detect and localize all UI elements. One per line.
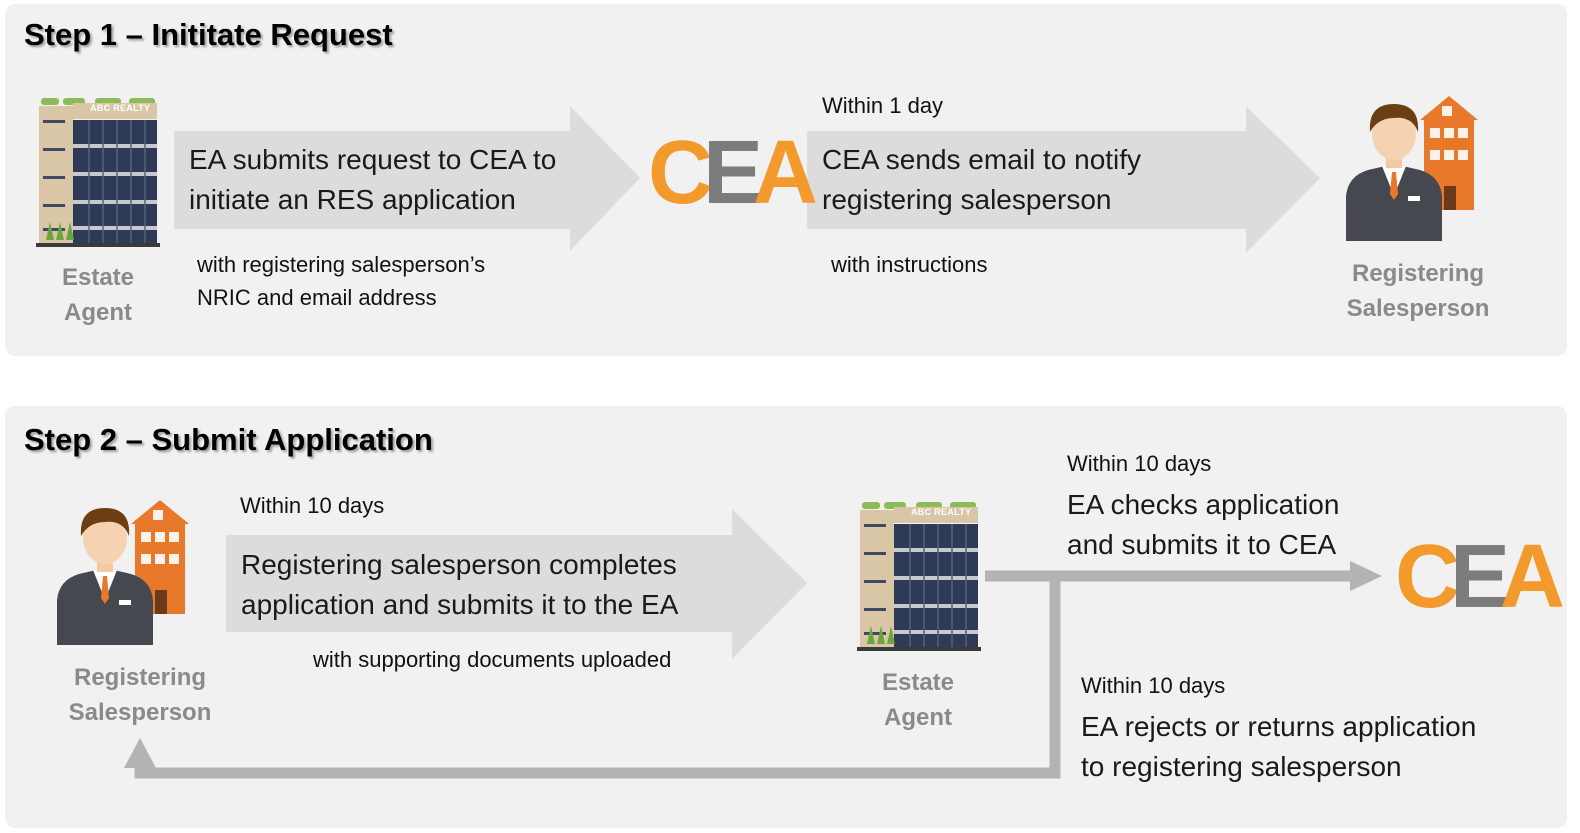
text-line: and submits it to CEA	[1067, 529, 1337, 560]
cea-logo: CEA	[1395, 532, 1565, 622]
cea-logo: CEA	[648, 128, 818, 218]
arrow-ea-to-cea	[174, 106, 640, 251]
text-line: to registering salesperson	[1081, 751, 1402, 782]
cea-letter: C	[648, 123, 713, 223]
arrow1-text: EA submits request to CEA to initiate an…	[189, 140, 556, 220]
text-line: application and submits it to the EA	[241, 589, 679, 620]
building-icon	[856, 501, 982, 652]
building-icon	[35, 97, 161, 248]
text-line: with registering salesperson’s	[197, 252, 486, 277]
text-line: EA rejects or returns application	[1081, 711, 1477, 742]
step1-title: Step 1 – Inititate Request	[24, 17, 393, 52]
label-line: Salesperson	[68, 699, 212, 726]
text-line: CEA sends email to notify	[822, 144, 1142, 175]
label-line: Agent	[64, 299, 132, 326]
cea-letter: A	[1500, 527, 1565, 627]
arrow2-text: CEA sends email to notify registering sa…	[822, 140, 1141, 220]
check-timing: Within 10 days	[1067, 451, 1212, 476]
label-line: Registering	[1351, 260, 1485, 287]
step2-title: Step 2 – Submit Application	[24, 422, 433, 457]
arrow1-timing: Within 10 days	[240, 493, 385, 518]
salesperson-label: Registering Salesperson	[1338, 256, 1498, 326]
reject-timing: Within 10 days	[1081, 673, 1226, 698]
check-text: EA checks application and submits it to …	[1067, 485, 1339, 565]
cea-letter: E	[1450, 527, 1510, 627]
label-line: Estate	[881, 669, 955, 696]
text-line: NRIC and email address	[197, 285, 437, 310]
text-line: EA checks application	[1067, 489, 1340, 520]
label-line: Agent	[884, 704, 952, 731]
connector-arrowhead	[1350, 561, 1382, 591]
building-sign: ABC REALTY	[911, 507, 972, 517]
label-line: Estate	[61, 264, 135, 291]
text-line: Registering salesperson completes	[241, 549, 677, 580]
reject-text: EA rejects or returns application to reg…	[1081, 707, 1476, 787]
connector-arrowhead-up	[124, 738, 156, 768]
cea-letter: E	[703, 123, 763, 223]
estate-agent-label: Estate Agent	[38, 260, 158, 330]
text-line: EA submits request to CEA to	[189, 144, 557, 175]
building-sign: ABC REALTY	[90, 103, 151, 113]
arrow-salesperson-to-ea	[226, 509, 807, 659]
text-line: registering salesperson	[822, 184, 1112, 215]
arrow-cea-to-salesperson	[807, 106, 1320, 253]
salesperson-icon	[57, 500, 189, 645]
arrow1-note: with supporting documents uploaded	[313, 647, 672, 672]
cea-letter: A	[753, 123, 818, 223]
salesperson-icon	[1346, 96, 1478, 241]
arrow1-text: Registering salesperson completes applic…	[241, 545, 678, 625]
arrow2-timing: Within 1 day	[822, 93, 944, 118]
estate-agent-label: Estate Agent	[858, 665, 978, 735]
arrow2-note: with instructions	[831, 252, 988, 277]
label-line: Salesperson	[1346, 295, 1490, 322]
label-line: Registering	[73, 664, 207, 691]
cea-letter: C	[1395, 527, 1460, 627]
arrow1-note: with registering salesperson’s NRIC and …	[197, 248, 485, 314]
salesperson-label: Registering Salesperson	[60, 660, 220, 730]
text-line: initiate an RES application	[189, 184, 516, 215]
